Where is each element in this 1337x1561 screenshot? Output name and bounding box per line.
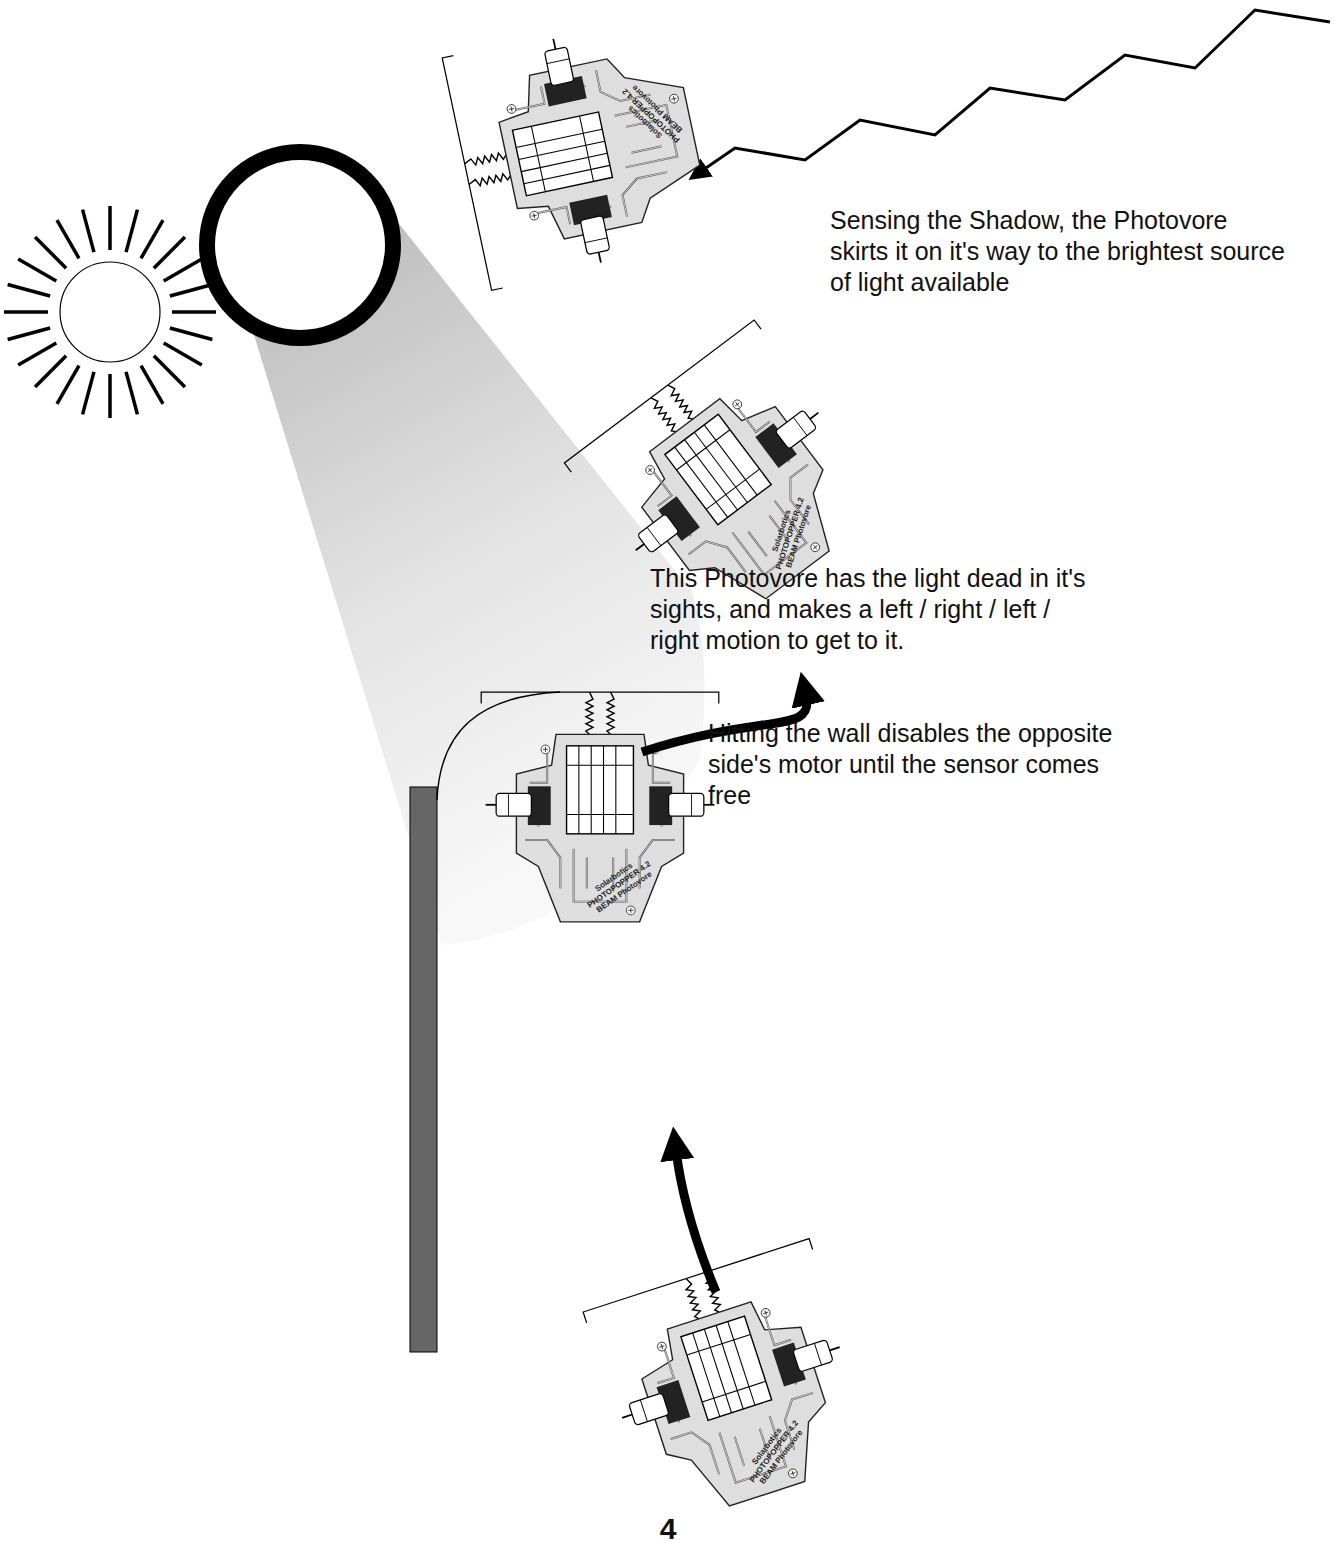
board-label: Solarbotics PHOTOPOPPER 4.2 BEAM Photovo… [613,79,688,152]
sun [4,206,216,418]
sun-ray [83,372,94,415]
sun-ray [108,206,112,250]
sun-ray [170,328,213,339]
sun-ray [57,220,79,258]
motion-arrow [676,1150,716,1292]
caption: This Photovore has the light dead in it'… [650,563,1090,656]
sun-ray [126,210,137,253]
photovore-robot [481,692,719,922]
sun-ray [8,328,51,339]
sun-ray [164,259,202,281]
sun-ray [141,366,163,404]
ball [207,152,393,338]
wall [410,787,437,1352]
sun-ray [154,356,185,387]
sun-ray [108,374,112,418]
sun-ray [35,356,66,387]
sun-ray [141,220,163,258]
sun-ray [170,285,213,296]
sun-ray [164,343,202,365]
sun-ray [172,310,216,314]
board-label: Solarbotics PHOTOPOPPER 4.2 BEAM Photovo… [580,851,659,918]
photovore-robot [583,1239,880,1531]
caption: Sensing the Shadow, the Photovore skirts… [830,205,1292,298]
sun-ray [35,237,66,268]
sun-ray [126,372,137,415]
bent-feeler [437,692,560,800]
caption: Hitting the wall disables the opposite s… [708,718,1128,811]
sun-ray [8,285,51,296]
page-number: 4 [660,1512,677,1546]
photovore-robot [442,10,716,290]
zigzag-path [703,10,1330,170]
board-label: Solarbotics PHOTOPOPPER 4.2 BEAM Photovo… [740,1413,809,1492]
sun-ray [4,310,48,314]
sun-ray [83,210,94,253]
board-label: Solarbotics PHOTOPOPPER 4.2 BEAM Photovo… [765,492,815,575]
sun-ray [57,366,79,404]
sun-ray [18,259,56,281]
sun-ray [18,343,56,365]
sun-ray [154,237,185,268]
